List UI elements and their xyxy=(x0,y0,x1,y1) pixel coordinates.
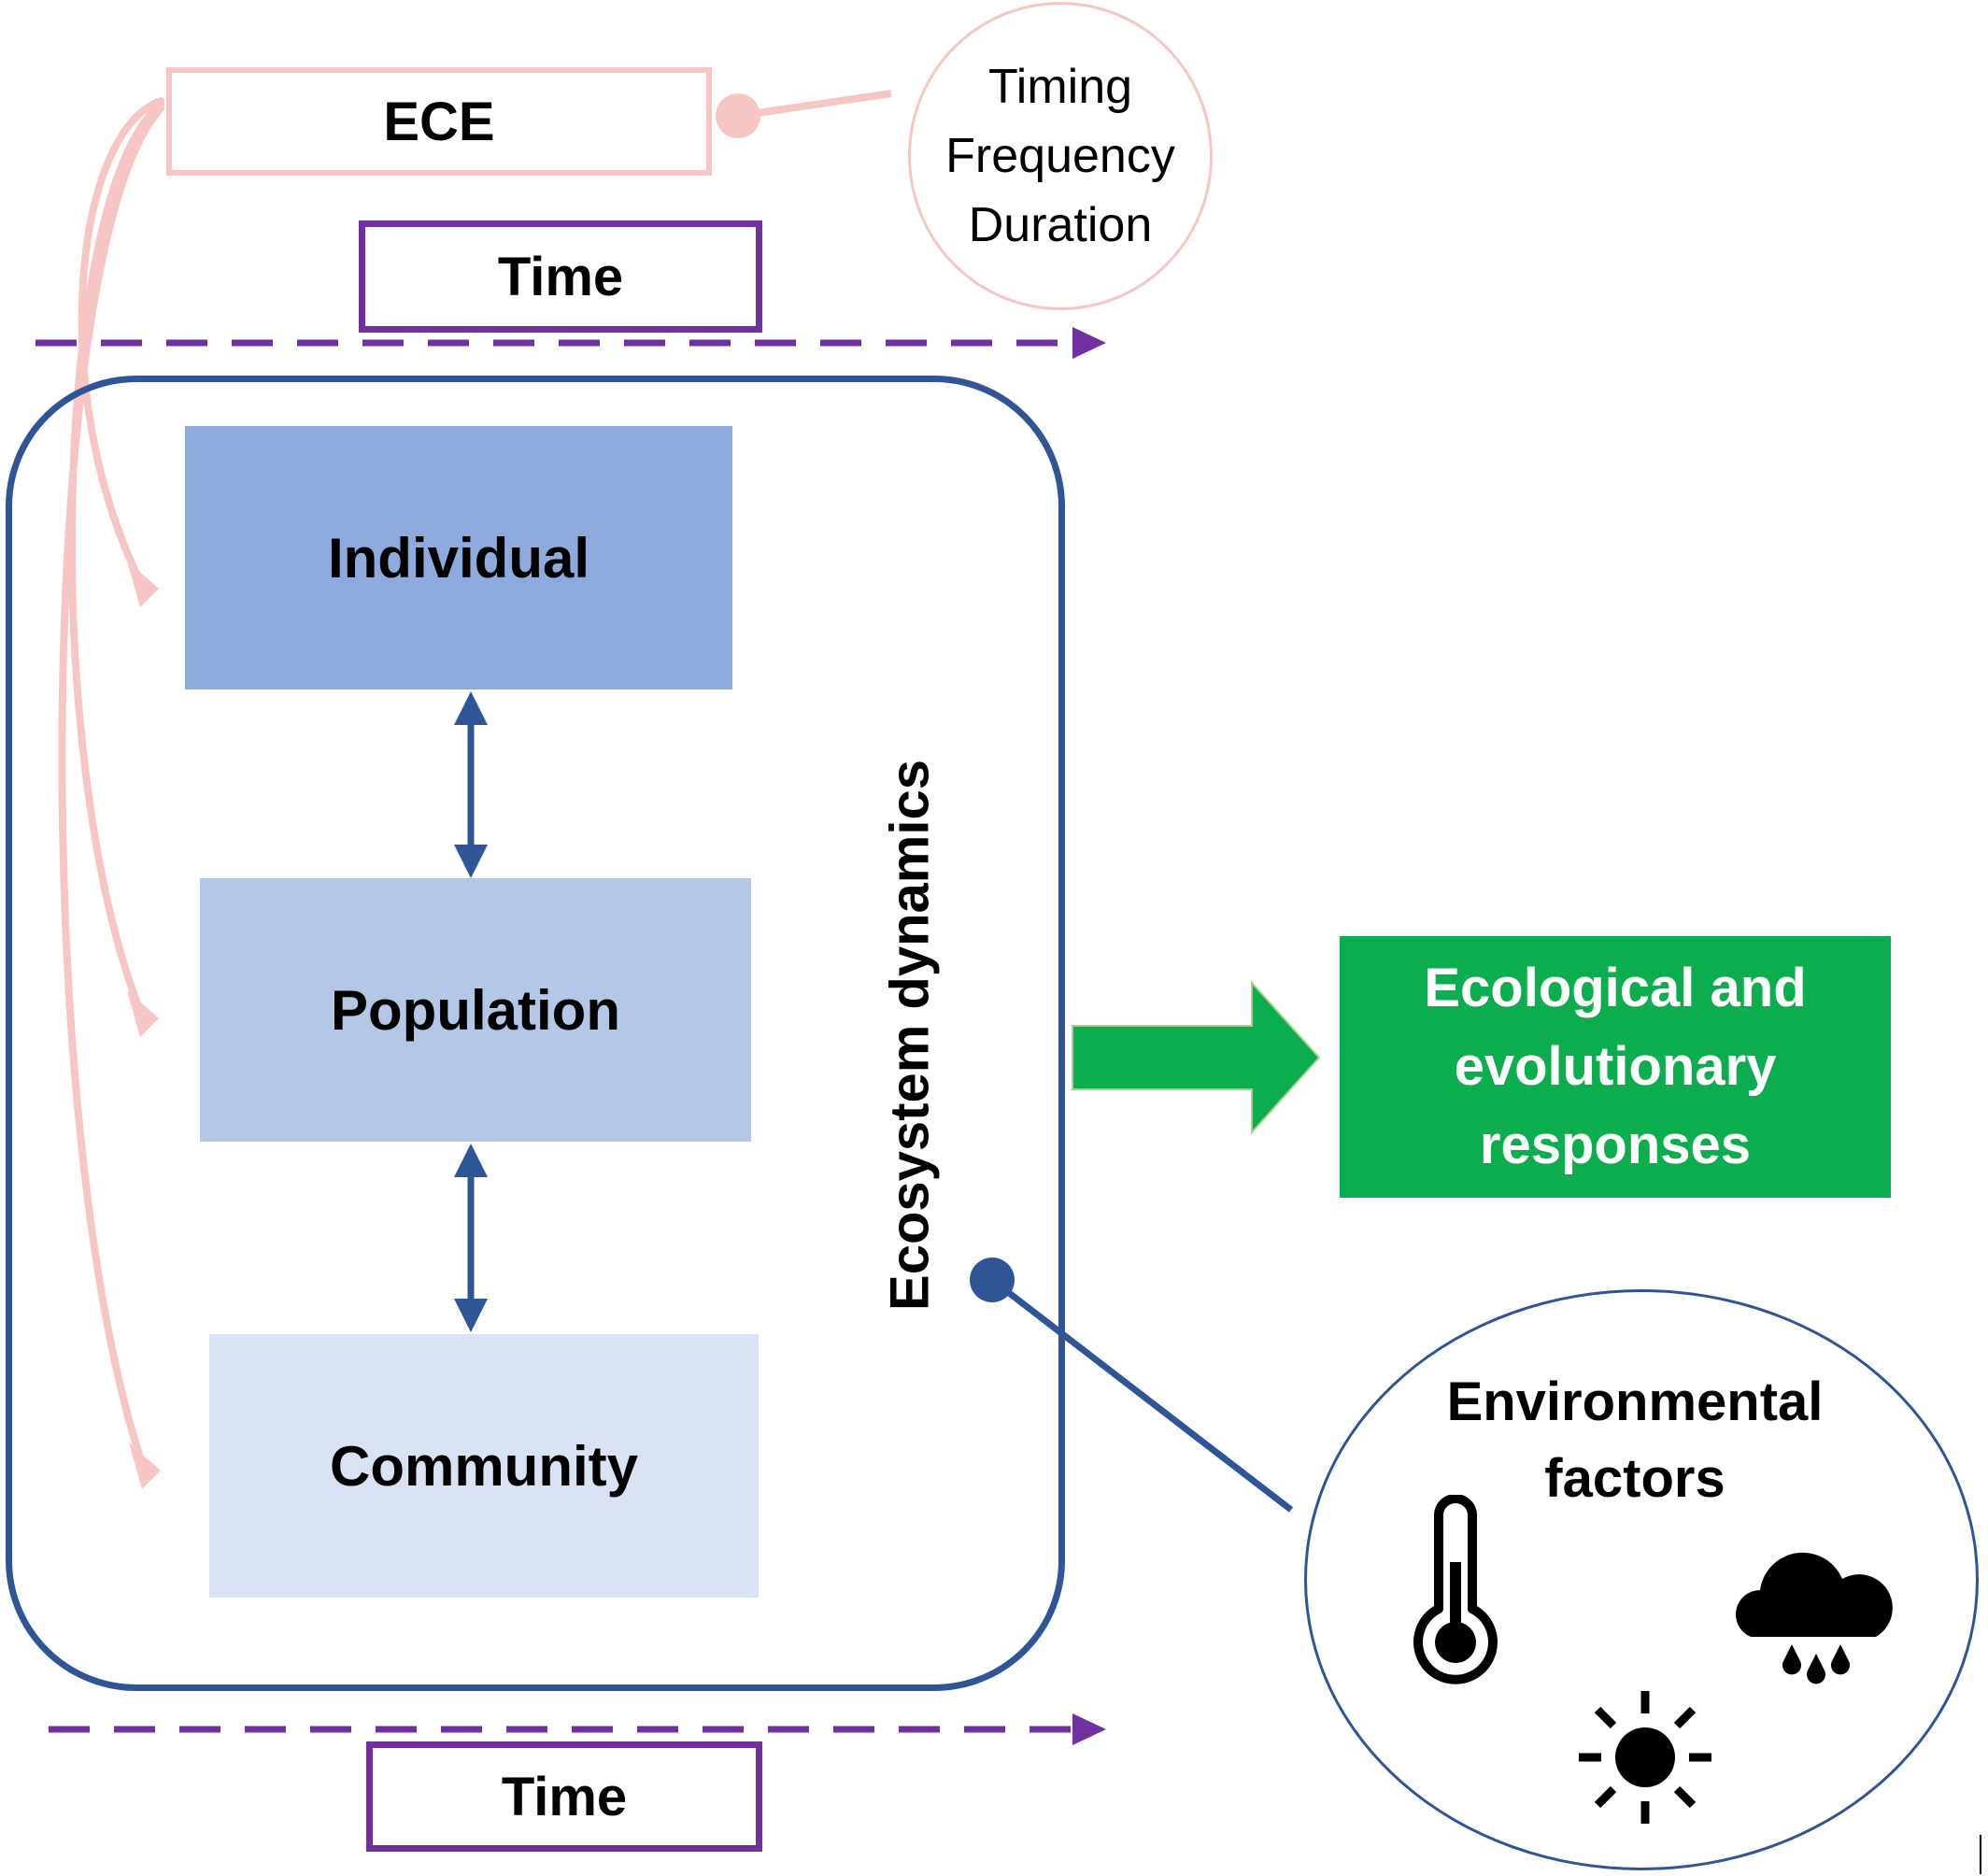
ece-arrowheads xyxy=(127,561,161,1489)
time-bottom-text: Time xyxy=(501,1766,628,1827)
ece-timing-connector xyxy=(737,90,892,120)
thermometer-icon xyxy=(1413,1495,1498,1684)
responses-line-2: evolutionary xyxy=(1454,1036,1777,1097)
time-top-text: Time xyxy=(497,246,624,307)
time-arrowhead-top xyxy=(1072,327,1106,359)
level-link-individual-population xyxy=(454,691,488,878)
individual-box: Individual xyxy=(185,426,732,689)
ecosystem-frame xyxy=(6,376,1065,1691)
ece-connector-dot xyxy=(716,93,760,138)
timing-line-1: Timing xyxy=(987,60,1133,114)
responses-box: Ecological and evolutionary responses xyxy=(1340,936,1891,1198)
ece-box: ECE xyxy=(166,67,712,176)
environment-line-1: Environmental xyxy=(1446,1371,1824,1432)
environment-connector-dot xyxy=(970,1258,1015,1302)
community-box: Community xyxy=(209,1334,759,1598)
sun-icon xyxy=(1579,1691,1711,1824)
timing-circle: Timing Frequency Duration xyxy=(908,2,1213,310)
ece-label: ECE xyxy=(383,91,495,152)
population-label: Population xyxy=(331,978,620,1042)
responses-line-3: responses xyxy=(1479,1115,1752,1175)
ecosystem-dynamics-label: Ecosystem dynamics xyxy=(879,760,941,1311)
individual-label: Individual xyxy=(327,526,590,590)
environment-connector xyxy=(989,1277,1294,1513)
time-label-bottom: Time xyxy=(366,1741,762,1852)
level-link-population-community xyxy=(454,1144,488,1332)
time-arrowhead-bottom xyxy=(1072,1713,1106,1745)
rain-cloud-icon xyxy=(1736,1552,1893,1684)
responses-line-1: Ecological and xyxy=(1424,958,1807,1018)
environment-line-2: factors xyxy=(1544,1448,1725,1509)
timing-line-2: Frequency xyxy=(945,129,1175,183)
environmental-factors-title: Environmental factors xyxy=(1411,1364,1859,1517)
responses-arrow xyxy=(1072,980,1321,1135)
community-label: Community xyxy=(330,1434,638,1498)
environmental-factors-circle xyxy=(1304,1289,1979,1870)
population-box: Population xyxy=(200,878,751,1142)
time-label-top: Time xyxy=(359,220,762,333)
timing-line-3: Duration xyxy=(968,198,1153,252)
